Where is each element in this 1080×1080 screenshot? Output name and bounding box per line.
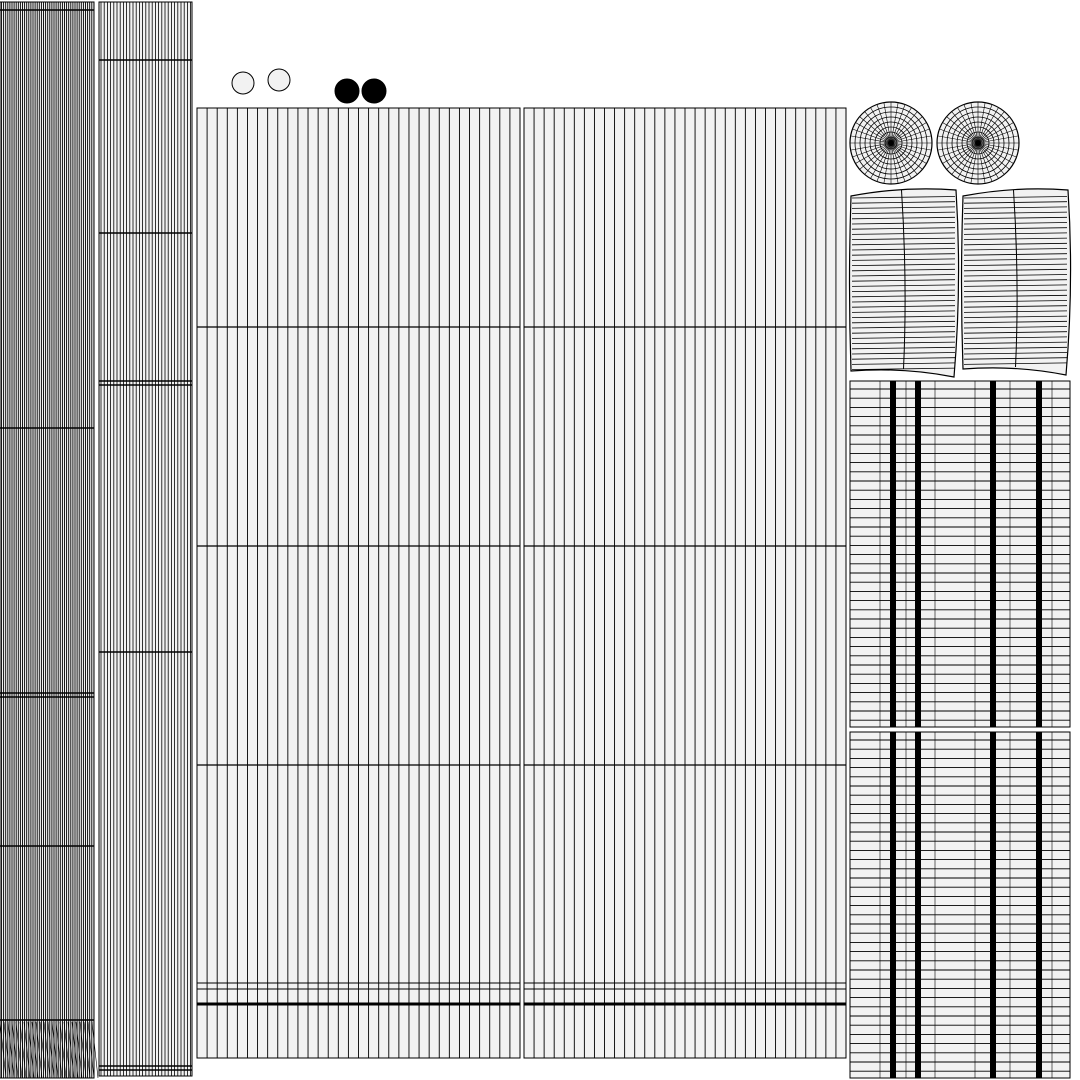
uv-island-curved-patch-2 (960, 188, 1072, 376)
uv-island-large-panel-left (196, 107, 521, 1059)
uv-island-filled-disc-1 (334, 78, 360, 104)
uv-island-small-circle-2 (267, 68, 291, 92)
uv-island-strip-b (98, 1, 193, 1077)
uv-island-small-circle-1 (231, 71, 255, 95)
uv-island-strip-a (0, 1, 99, 1079)
uv-island-curved-patch-1 (848, 188, 960, 378)
uv-island-filled-disc-2 (361, 78, 387, 104)
uv-island-large-panel-right (523, 107, 847, 1059)
uv-island-radial-disc-2 (936, 101, 1020, 185)
uv-island-radial-disc-1 (849, 101, 933, 185)
uv-island-slat-panel-top (849, 380, 1071, 728)
uv-island-slat-panel-bottom (849, 731, 1071, 1079)
